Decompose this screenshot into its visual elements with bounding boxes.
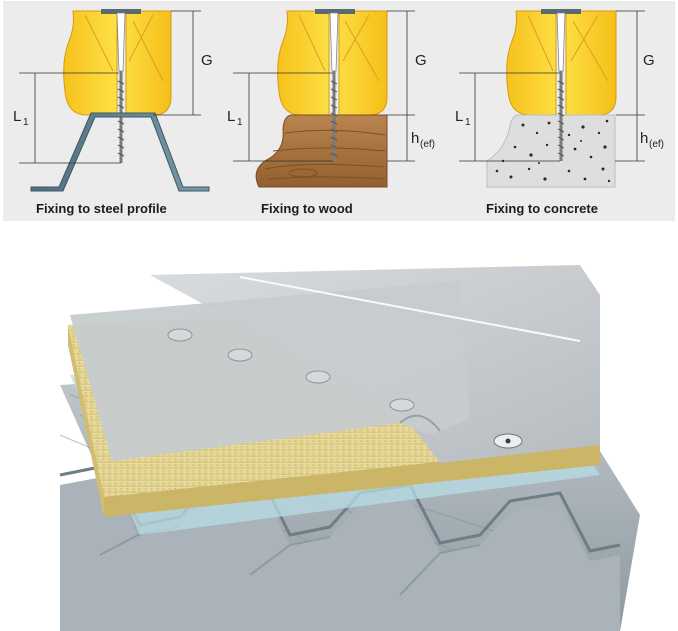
roof-buildup-illustration — [59, 265, 640, 631]
insulation-block — [506, 10, 617, 116]
dimension-G: G — [387, 10, 427, 116]
concrete-panel: G h (ef) L 1 Fixing to concrete — [455, 9, 664, 216]
dimension-G: G — [616, 10, 655, 116]
label-L: L — [13, 108, 21, 125]
label-h: h — [411, 130, 419, 147]
dimension-h-ef: h (ef) — [387, 115, 435, 162]
label-L-sub: 1 — [237, 117, 243, 128]
dimension-L1: L 1 — [455, 72, 560, 162]
label-L: L — [227, 108, 235, 125]
fixing-methods-panel: G L 1 Fixing to steel profile G — [3, 1, 675, 221]
screw-icon — [556, 12, 566, 161]
dimension-h-ef: h (ef) — [615, 115, 664, 162]
label-G: G — [643, 52, 655, 69]
insulation-block — [63, 10, 172, 116]
steel-profile-panel: G L 1 Fixing to steel profile — [13, 9, 213, 216]
label-L-sub: 1 — [23, 117, 29, 128]
label-G: G — [415, 52, 427, 69]
dimension-L1: L 1 — [13, 72, 121, 164]
label-h-sub: (ef) — [649, 139, 664, 150]
roof-membrane — [70, 265, 600, 463]
washer-icon — [167, 328, 523, 449]
label-h-sub: (ef) — [420, 139, 435, 150]
label-G: G — [201, 52, 213, 69]
caption-steel: Fixing to steel profile — [36, 201, 167, 216]
insulation-block — [277, 10, 388, 116]
label-L-sub: 1 — [465, 117, 471, 128]
caption-wood: Fixing to wood — [261, 201, 353, 216]
label-L: L — [455, 108, 463, 125]
caption-concrete: Fixing to concrete — [486, 201, 598, 216]
label-h: h — [640, 130, 648, 147]
dimension-L1: L 1 — [227, 72, 333, 162]
screw-icon — [329, 12, 339, 161]
dimension-G: G — [153, 10, 213, 116]
concrete-aggregate — [495, 119, 611, 183]
wood-panel: G h (ef) L 1 Fixing to wood — [227, 9, 435, 216]
steel-profile — [30, 112, 210, 192]
